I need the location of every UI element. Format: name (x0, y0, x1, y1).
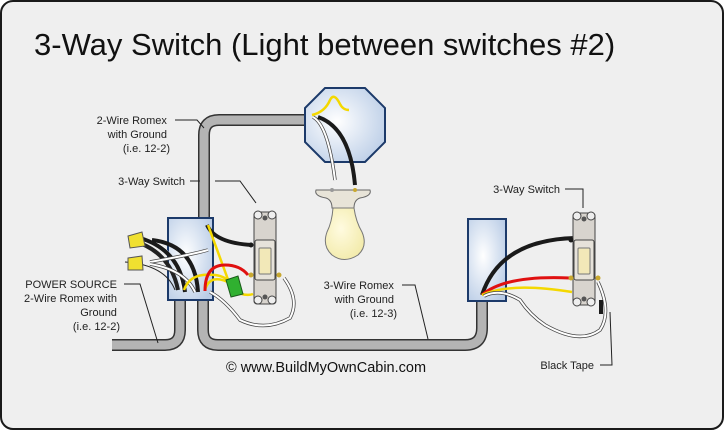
cable-power-source (112, 290, 186, 351)
light-bulb (315, 188, 371, 260)
copyright-credit: © www.BuildMyOwnCabin.com (226, 360, 426, 376)
wire-nut-yellow-lower (127, 255, 144, 271)
light-fixture-box (304, 87, 386, 163)
label-right-switch: 3-Way Switch (493, 184, 560, 196)
cable-top-2wire (198, 114, 312, 248)
label-left-switch: 3-Way Switch (118, 176, 185, 188)
label-power-source: POWER SOURCE 2-Wire Romex with Ground (i… (24, 279, 120, 333)
left-3way-switch (248, 210, 282, 305)
cable-middle-3wire (197, 290, 488, 351)
label-black-tape: Black Tape (540, 360, 594, 372)
label-top-cable: 2-Wire Romex with Ground (i.e. 12-2) (97, 115, 170, 155)
wire-nut-yellow-upper (127, 231, 146, 249)
light-box-wires (311, 95, 357, 186)
right-3way-switch (568, 211, 601, 307)
callout-lines (124, 119, 613, 366)
wire-nut-green (225, 275, 244, 298)
right-box-wires (480, 236, 608, 339)
label-middle-cable: 3-Wire Romex with Ground (i.e. 12-3) (324, 280, 397, 320)
diagram-title: 3-Way Switch (Light between switches #2) (34, 27, 615, 62)
black-tape-marking (599, 300, 603, 314)
right-switch-box (467, 218, 507, 302)
